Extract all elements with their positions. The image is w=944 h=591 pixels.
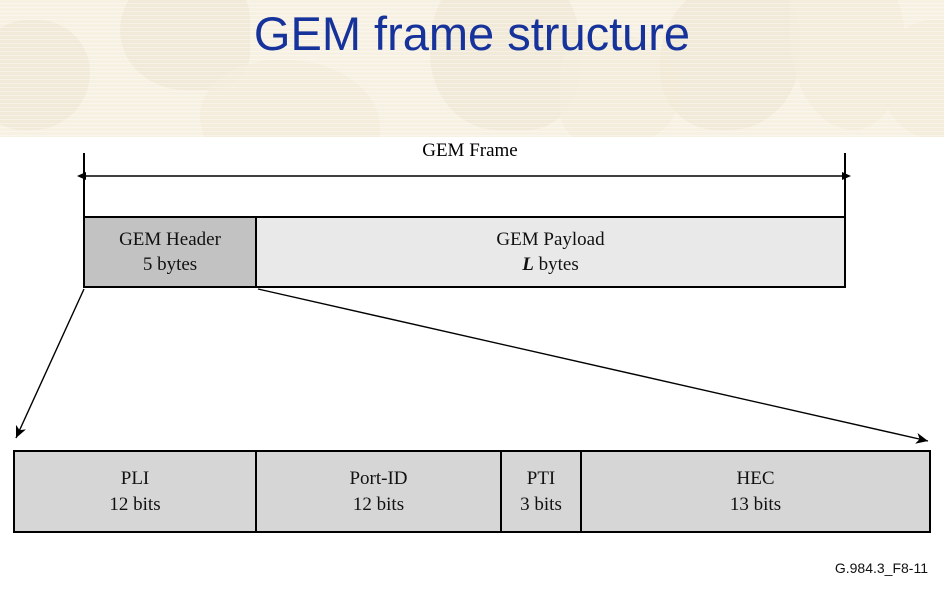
gem-payload-size-variable: L [522, 254, 534, 275]
gem-payload-size: L bytes [522, 252, 578, 277]
dimension-arrow [77, 172, 851, 180]
field-hec-title: HEC [736, 467, 775, 489]
connector-left [15, 288, 85, 439]
field-pli-title: PLI [120, 467, 150, 489]
background-decoration [430, 0, 580, 130]
field-port-id-title: Port-ID [349, 467, 408, 489]
field-box-hec: HEC 13 bits [580, 450, 931, 533]
dimension-tick-left [83, 153, 85, 217]
dimension-label-gem-frame: GEM Frame [422, 140, 518, 161]
field-hec-size: 13 bits [729, 493, 782, 515]
dimension-tick-right [844, 153, 846, 217]
page-title: GEM frame structure [253, 7, 691, 60]
gem-header-box: GEM Header 5 bytes [83, 216, 257, 288]
gem-header-title: GEM Header [119, 229, 221, 250]
field-pli-size: 12 bits [109, 493, 161, 515]
field-pti-title: PTI [526, 467, 556, 489]
field-box-port-id: Port-ID 12 bits [255, 450, 502, 533]
gem-payload-box: GEM Payload L bytes [255, 216, 846, 288]
field-port-id-size: 12 bits [352, 493, 405, 515]
field-box-pli: PLI 12 bits [13, 450, 257, 533]
background-decoration [660, 0, 800, 130]
gem-payload-title: GEM Payload [496, 229, 605, 250]
gem-header-size: 5 bytes [142, 254, 198, 275]
figure-area: GEM Frame GEM Header 5 bytes GEM Pay [0, 137, 944, 591]
field-box-pti: PTI 3 bits [500, 450, 582, 533]
field-pti-size: 3 bits [520, 493, 562, 515]
expansion-connectors [15, 288, 929, 444]
figure-caption: G.984.3_F8-11 [834, 560, 928, 576]
gem-payload-size-unit: bytes [533, 254, 579, 275]
connector-right [257, 288, 929, 444]
title-band: GEM frame structure [0, 0, 944, 137]
